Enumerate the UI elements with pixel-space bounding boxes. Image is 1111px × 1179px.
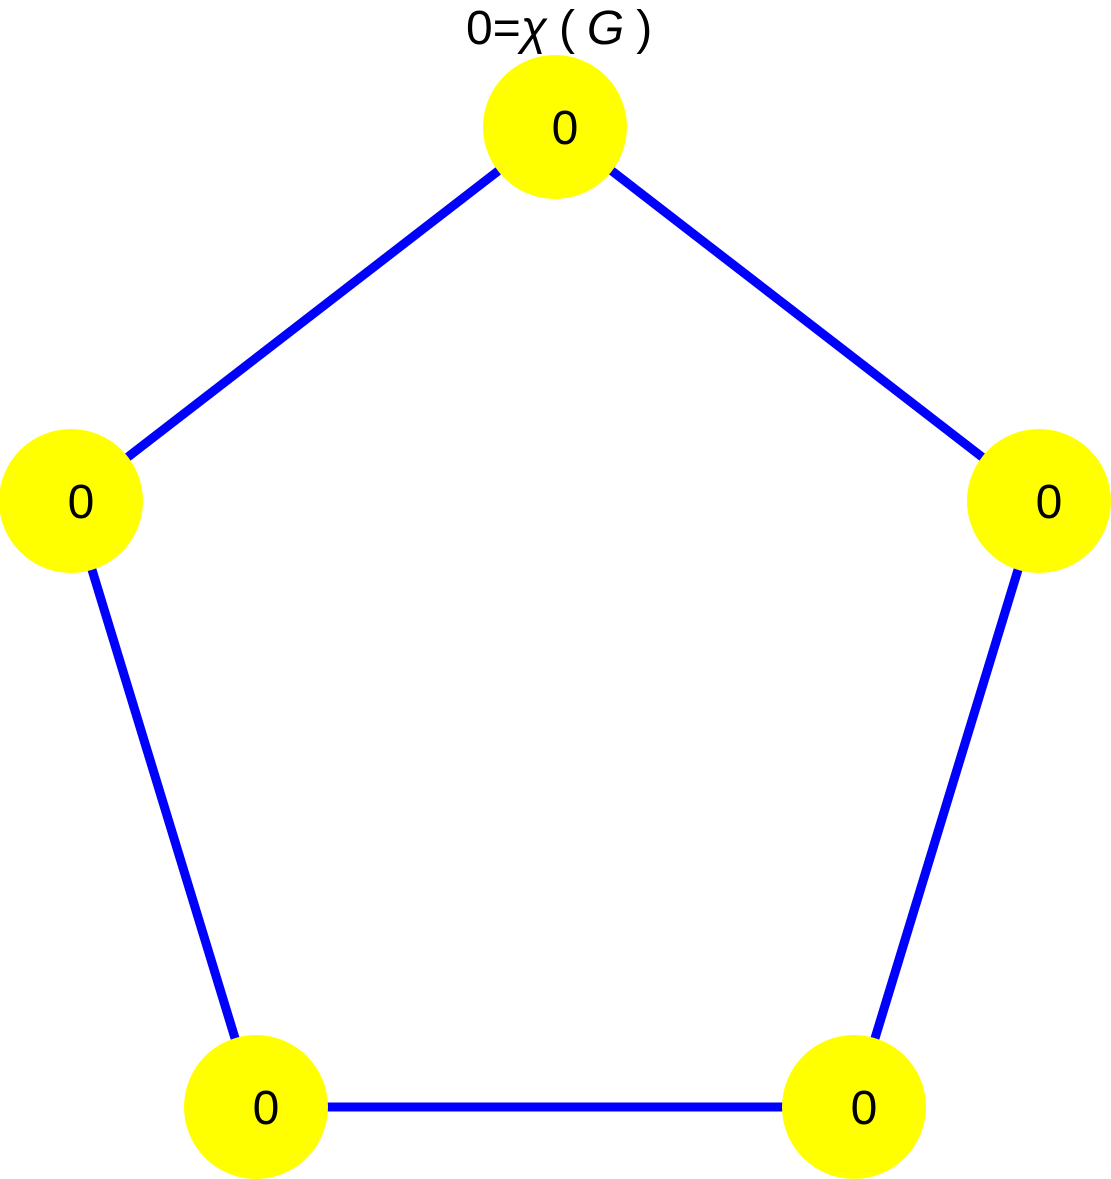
nodes-layer: 0 0 0 0 0: [0, 55, 1111, 1179]
graph-title: 0=χ(G): [466, 2, 652, 55]
title-close-paren: ): [636, 2, 652, 55]
title-prefix: 0=: [466, 2, 521, 55]
edges-layer: [66, 123, 1044, 1112]
node-circle: [483, 55, 627, 199]
graph-node-right: 0: [967, 429, 1111, 573]
title-variable: G: [587, 2, 624, 55]
graph-node-bottom-left: 0: [184, 1035, 328, 1179]
graph-edge-bottom-left-left: [66, 499, 261, 1109]
title-chi: χ: [517, 2, 548, 55]
title-open-paren: (: [559, 2, 575, 55]
graph-node-top: 0: [483, 55, 627, 199]
graph-edge-left-top: [68, 123, 558, 505]
node-label: 0: [851, 1082, 878, 1135]
node-label: 0: [253, 1082, 280, 1135]
node-circle: [782, 1035, 926, 1179]
graph-edge-right-bottom-right: [849, 499, 1044, 1109]
node-circle: [967, 429, 1111, 573]
node-label: 0: [68, 476, 95, 529]
node-label: 0: [552, 102, 579, 155]
node-circle: [184, 1035, 328, 1179]
graph-node-left: 0: [0, 429, 143, 573]
node-label: 0: [1036, 476, 1063, 529]
graph-edge-top-right: [552, 123, 1042, 505]
graph-node-bottom-right: 0: [782, 1035, 926, 1179]
node-circle: [0, 429, 143, 573]
